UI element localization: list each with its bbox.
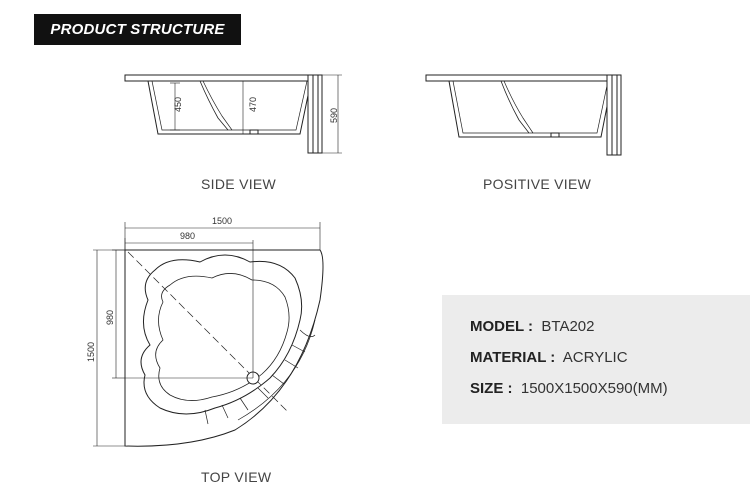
dim-left-980: 980 [105,310,115,325]
top-view-drawing [93,222,324,447]
dim-590: 590 [329,108,339,123]
spec-material: MATERIAL : ACRYLIC [470,349,628,366]
side-view-caption: SIDE VIEW [201,176,277,192]
positive-view-drawing [425,74,622,156]
spec-size: SIZE : 1500X1500X590(MM) [470,380,668,397]
positive-view-caption: POSITIVE VIEW [483,176,592,192]
top-view-caption: TOP VIEW [201,469,272,485]
section-title: PRODUCT STRUCTURE [34,14,241,45]
spec-size-value: 1500X1500X590(MM) [520,380,668,397]
spec-panel: MODEL : BTA202 MATERIAL : ACRYLIC SIZE :… [442,295,750,424]
spec-model: MODEL : BTA202 [470,318,595,335]
dim-left-1500: 1500 [86,342,96,362]
side-view-drawing [124,74,342,154]
dim-470: 470 [248,97,258,112]
dim-top-1500: 1500 [212,216,232,226]
spec-model-label: MODEL : [470,318,534,335]
dim-top-980: 980 [180,231,195,241]
spec-material-label: MATERIAL : [470,349,556,366]
dim-450: 450 [173,97,183,112]
spec-model-value: BTA202 [541,318,595,335]
spec-material-value: ACRYLIC [562,349,628,366]
spec-size-label: SIZE : [470,380,513,397]
